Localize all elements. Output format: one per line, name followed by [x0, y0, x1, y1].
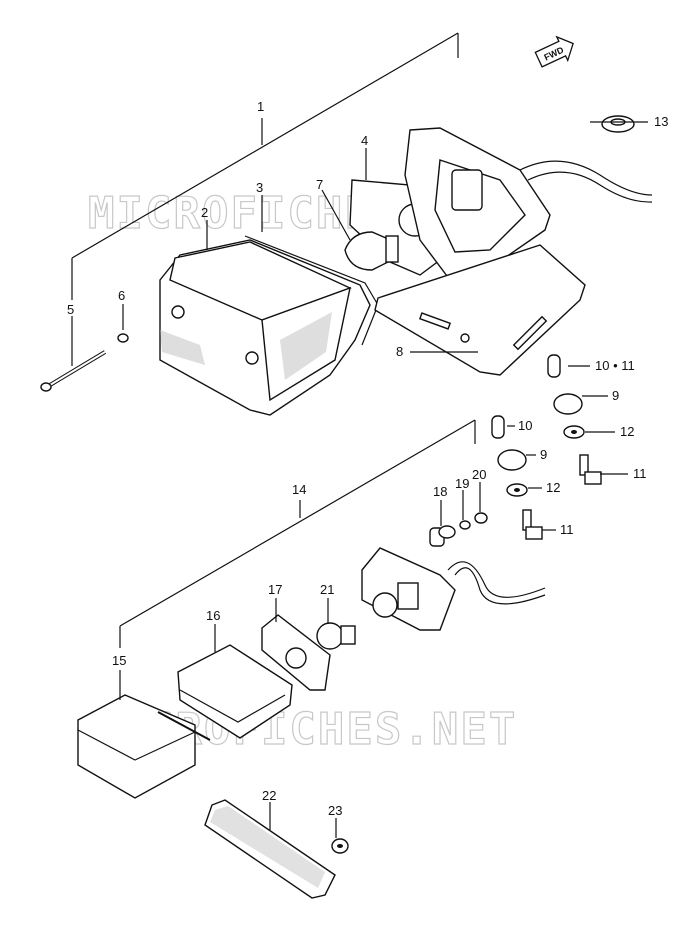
- callout-14: 14: [292, 482, 306, 497]
- callout-9-lower: 9: [540, 447, 547, 462]
- callout-16: 16: [206, 608, 220, 623]
- spacer-upper: [547, 354, 561, 378]
- callout-21: 21: [320, 582, 334, 597]
- callout-10-11: 10 • 11: [595, 358, 635, 373]
- callout-labels: 1 2 3 4 5 6 7 8 9 9 10 • 11 10 11 11 12 …: [67, 99, 668, 818]
- callout-4: 4: [361, 133, 368, 148]
- tail-bulb: [344, 231, 399, 271]
- callout-18: 18: [433, 484, 447, 499]
- collar-18: [429, 525, 456, 547]
- mounting-plate: [374, 244, 586, 376]
- washer-upper: [563, 425, 585, 439]
- callout-5: 5: [67, 302, 74, 317]
- nut-20: [474, 512, 488, 524]
- callout-20: 20: [472, 467, 486, 482]
- small-nut: [117, 333, 129, 343]
- assembly-bracket-1: [71, 32, 459, 300]
- lamp-housing: [404, 127, 653, 281]
- callout-2: 2: [201, 205, 208, 220]
- callout-12-upper: 12: [620, 424, 634, 439]
- license-lamp: [77, 694, 211, 799]
- callout-23: 23: [328, 803, 342, 818]
- assembly-bracket-14: [119, 419, 476, 648]
- callout-6: 6: [118, 288, 125, 303]
- bolt-lower: [522, 509, 543, 540]
- callout-13: 13: [654, 114, 668, 129]
- callout-17: 17: [268, 582, 282, 597]
- callout-10: 10: [518, 418, 532, 433]
- cushion-upper: [553, 393, 583, 415]
- callout-9-upper: 9: [612, 388, 619, 403]
- grommet: [601, 115, 635, 133]
- license-lamp-housing: [361, 547, 546, 631]
- washer-19: [459, 520, 471, 530]
- spacer-lower: [491, 415, 505, 439]
- reflector: [204, 799, 336, 899]
- lamp-cover: [177, 644, 293, 739]
- license-bulb: [316, 622, 356, 650]
- reflector-nut: [331, 838, 349, 854]
- callout-15: 15: [112, 653, 126, 668]
- callout-12-lower: 12: [546, 480, 560, 495]
- washer-lower: [506, 483, 528, 497]
- callout-22: 22: [262, 788, 276, 803]
- cushion-lower: [497, 449, 527, 471]
- callout-11-upper: 11: [633, 466, 647, 481]
- callout-1: 1: [257, 99, 264, 114]
- lamp-gasket: [261, 614, 331, 691]
- tail-lamp-lens: [159, 235, 379, 416]
- callout-8: 8: [396, 344, 403, 359]
- bolt-upper: [579, 454, 602, 485]
- leader-lines: [71, 121, 648, 838]
- fwd-arrow-icon: FWD: [534, 35, 574, 68]
- callout-3: 3: [256, 180, 263, 195]
- long-bolt: [40, 350, 107, 392]
- callout-11-lower: 11: [560, 522, 574, 537]
- callout-7: 7: [316, 177, 323, 192]
- callout-19: 19: [455, 476, 469, 491]
